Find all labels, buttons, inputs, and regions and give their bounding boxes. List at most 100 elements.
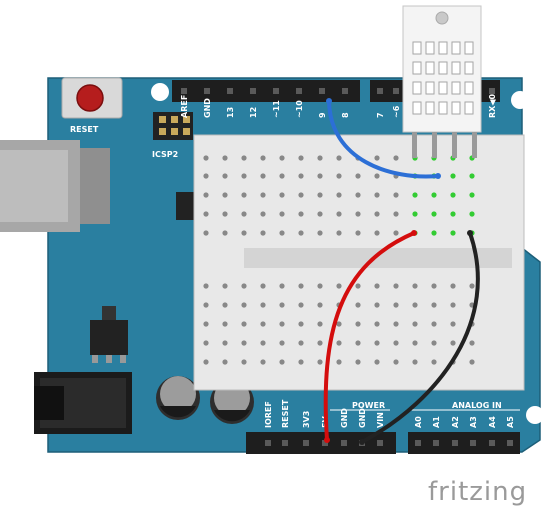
breadboard-hole	[412, 211, 418, 217]
header-pin	[227, 88, 233, 94]
breadboard-hole	[222, 173, 228, 179]
breadboard-hole	[260, 359, 266, 365]
icsp2-header	[153, 112, 193, 140]
breadboard-hole	[374, 321, 380, 327]
breadboard-hole	[279, 211, 285, 217]
digital-pin-label: 13	[226, 107, 235, 118]
breadboard-hole	[317, 302, 323, 308]
breadboard-hole	[260, 340, 266, 346]
header-pin	[282, 440, 288, 446]
wire-end	[324, 437, 330, 443]
breadboard-hole	[279, 321, 285, 327]
breadboard-hole	[241, 155, 247, 161]
breadboard-hole	[355, 321, 361, 327]
analog-pin-label: A0	[414, 416, 423, 428]
breadboard-hole	[317, 340, 323, 346]
analog-pin-label: A5	[506, 416, 515, 428]
breadboard-hole	[450, 230, 456, 236]
breadboard-hole	[469, 192, 475, 198]
breadboard-hole	[317, 211, 323, 217]
breadboard-hole	[203, 192, 209, 198]
breadboard-hole	[222, 340, 228, 346]
breadboard-hole	[222, 155, 228, 161]
breadboard-hole	[298, 302, 304, 308]
breadboard-hole	[317, 192, 323, 198]
breadboard-hole	[279, 302, 285, 308]
breadboard-center-channel	[244, 248, 512, 268]
breadboard-hole	[260, 211, 266, 217]
breadboard-hole	[393, 192, 399, 198]
breadboard-hole	[374, 359, 380, 365]
sensor-vent-slot	[438, 101, 448, 115]
breadboard-hole	[336, 173, 342, 179]
breadboard-hole	[279, 283, 285, 289]
sensor-vent-slot	[438, 81, 448, 95]
breadboard-hole	[222, 283, 228, 289]
fritzing-watermark: fritzing	[428, 477, 527, 507]
breadboard-hole	[203, 302, 209, 308]
breadboard-hole	[431, 283, 437, 289]
header-pin	[296, 88, 302, 94]
reset-label: RESET	[70, 125, 99, 134]
dht-sensor	[402, 5, 482, 158]
reset-button[interactable]	[61, 77, 123, 119]
black-wire	[360, 231, 480, 444]
breadboard-hole	[203, 211, 209, 217]
sensor-vent-slot	[425, 81, 435, 95]
header-pin	[273, 88, 279, 94]
breadboard-hole	[203, 155, 209, 161]
breadboard-hole	[412, 359, 418, 365]
header-pin	[322, 440, 328, 446]
breadboard-hole	[317, 283, 323, 289]
breadboard-hole	[393, 340, 399, 346]
breadboard-hole	[203, 359, 209, 365]
breadboard-hole	[241, 359, 247, 365]
chip	[176, 192, 196, 220]
breadboard-hole	[393, 155, 399, 161]
analog-pin-label: A3	[469, 416, 478, 428]
reset-button-cap[interactable]	[76, 84, 104, 112]
breadboard-hole	[317, 230, 323, 236]
header-pin	[415, 440, 421, 446]
breadboard-hole	[412, 340, 418, 346]
breadboard-hole	[431, 321, 437, 327]
header-pin	[433, 440, 439, 446]
breadboard-hole	[279, 359, 285, 365]
breadboard-hole	[355, 192, 361, 198]
power-pin-label: IOREF	[264, 401, 273, 428]
breadboard-hole	[469, 283, 475, 289]
blue-wire	[327, 99, 440, 179]
capacitor	[156, 376, 200, 420]
breadboard-hole	[412, 192, 418, 198]
power-pin-label: 3V3	[302, 411, 311, 428]
breadboard-hole	[355, 302, 361, 308]
power-pin-label: VIN	[376, 412, 385, 428]
breadboard-hole	[469, 211, 475, 217]
breadboard-hole	[374, 340, 380, 346]
breadboard-hole	[469, 359, 475, 365]
sensor-vent-slot	[451, 61, 461, 75]
breadboard-hole	[374, 283, 380, 289]
breadboard-hole	[203, 230, 209, 236]
breadboard-hole	[317, 173, 323, 179]
breadboard-hole	[355, 173, 361, 179]
breadboard-hole	[298, 340, 304, 346]
breadboard-hole	[450, 192, 456, 198]
digital-header	[172, 80, 360, 102]
wire-end	[359, 439, 365, 445]
breadboard-hole	[336, 321, 342, 327]
sensor-vent-slot	[412, 41, 422, 55]
breadboard-hole	[222, 192, 228, 198]
breadboard-hole	[222, 359, 228, 365]
breadboard-hole	[431, 211, 437, 217]
breadboard-hole	[241, 173, 247, 179]
sensor-vent-slot	[425, 101, 435, 115]
wire-end	[326, 98, 332, 104]
analog-pin-label: A4	[488, 416, 497, 428]
header-pin	[377, 88, 383, 94]
breadboard-hole	[203, 283, 209, 289]
header-pin	[250, 88, 256, 94]
breadboard-hole	[298, 283, 304, 289]
breadboard-hole	[298, 192, 304, 198]
